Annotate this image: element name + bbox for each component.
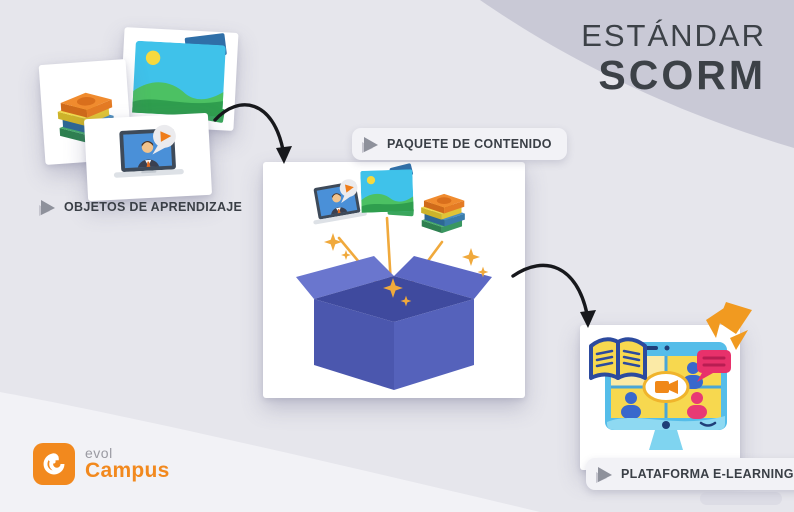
- curved-arrow-to-platform-icon: [511, 263, 596, 328]
- chevron-marker-icon: [596, 467, 612, 483]
- participant-pink: [687, 392, 707, 419]
- video-camera-icon: [642, 371, 690, 403]
- step-label-learning-objects: OBJETOS DE APRENDIZAJE: [38, 198, 242, 216]
- chevron-marker-icon: [362, 137, 378, 153]
- landscape-image-icon: [132, 40, 226, 118]
- bottom-left-wave: [0, 392, 540, 512]
- video-lesson-laptop-icon: [313, 179, 367, 225]
- decorative-pill: [700, 492, 782, 505]
- monitor-elearning-icon: [589, 337, 731, 450]
- open-book-icon: [589, 337, 647, 380]
- books-stack-icon: [421, 193, 465, 234]
- curved-arrow-to-package-icon: [213, 103, 292, 164]
- logo-swirl-icon: [33, 443, 75, 485]
- logo-name: evol: [85, 444, 113, 461]
- logo-product: Campus: [85, 459, 170, 483]
- package-item-image: [360, 163, 414, 217]
- package-item-books: [415, 182, 471, 238]
- title-line-2: SCORM: [598, 51, 766, 98]
- top-right-blob: [480, 0, 794, 148]
- landscape-image-icon: [360, 169, 414, 213]
- chevron-marker-icon: [39, 200, 55, 216]
- step-label-elearning-platform: PLATAFORMA E-LEARNING: [586, 458, 794, 490]
- step-label-text: PAQUETE DE CONTENIDO: [387, 137, 552, 151]
- card-elearning-platform: [580, 325, 740, 470]
- card-video-lesson-object: [83, 112, 213, 202]
- card-content-package: [263, 162, 525, 398]
- package-item-video: [301, 173, 376, 240]
- chat-bubble-icon: [697, 350, 731, 382]
- card-image-object: [119, 27, 239, 131]
- evolcampus-logo: evol Campus: [33, 443, 170, 485]
- open-box-icon: [296, 216, 492, 390]
- page-title: ESTÁNDAR SCORM: [581, 18, 766, 98]
- video-lesson-laptop-icon: [113, 124, 184, 178]
- step-label-text: PLATAFORMA E-LEARNING: [621, 467, 794, 481]
- spark-burst-icon: [706, 302, 752, 350]
- step-label-text: OBJETOS DE APRENDIZAJE: [64, 200, 243, 214]
- title-line-1: ESTÁNDAR: [581, 18, 766, 53]
- step-label-content-package: PAQUETE DE CONTENIDO: [352, 128, 567, 160]
